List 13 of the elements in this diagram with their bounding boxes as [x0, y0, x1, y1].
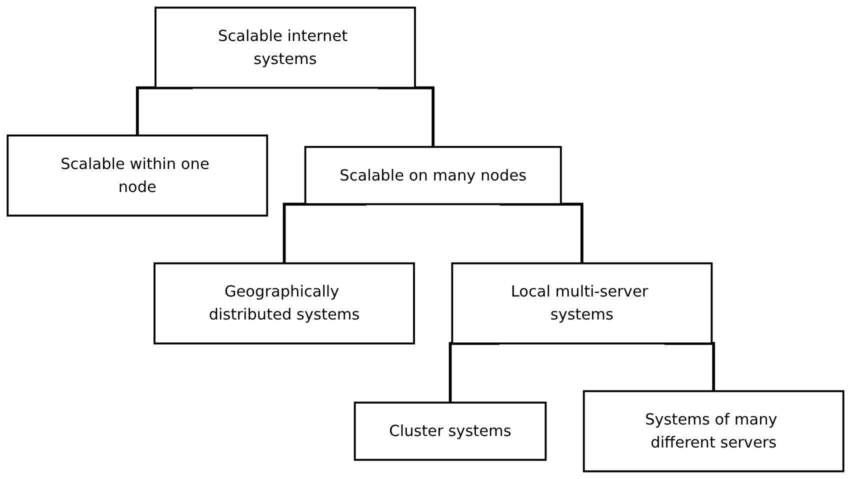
connector: [500, 202, 584, 264]
connector: [448, 342, 500, 403]
connector: [378, 86, 435, 147]
node-box: [154, 262, 415, 344]
connector: [136, 86, 193, 136]
node-box: [582, 390, 844, 472]
node-box: [451, 262, 713, 344]
node-box: [154, 6, 416, 89]
connector: [664, 342, 716, 392]
connector: [282, 202, 366, 264]
node-box: [304, 146, 562, 206]
node-box: [354, 402, 547, 461]
node-box: [6, 134, 268, 217]
